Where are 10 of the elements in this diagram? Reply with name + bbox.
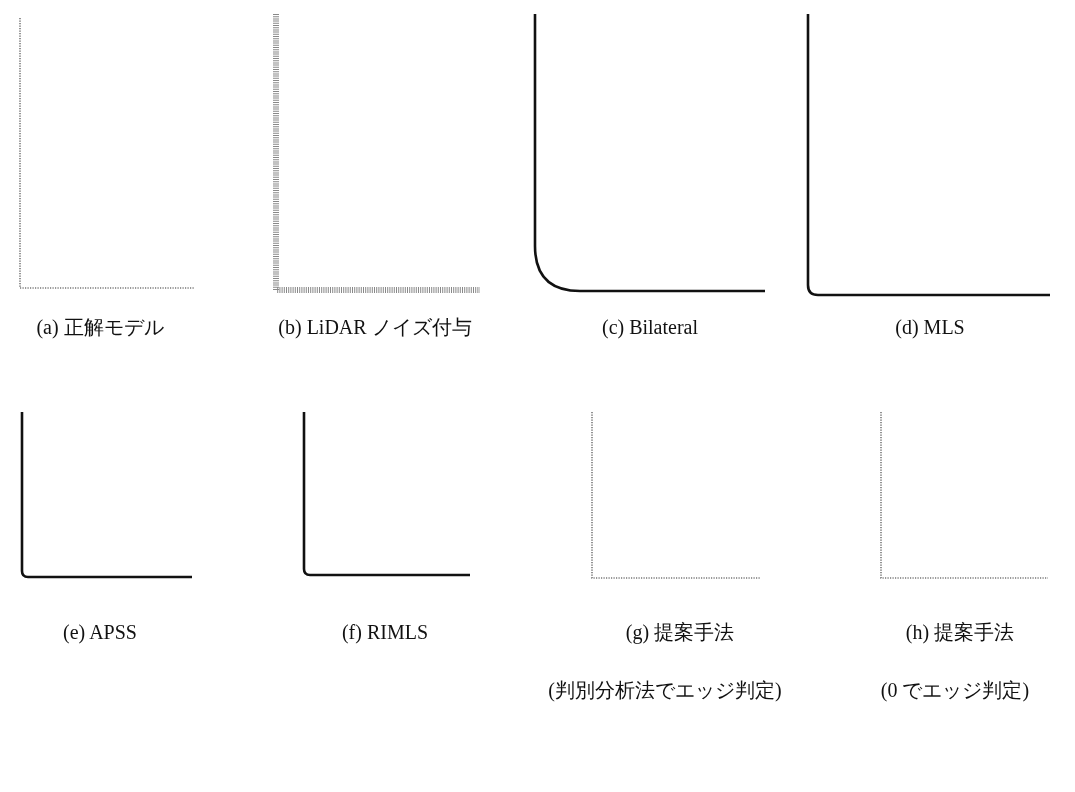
caption: (c) Bilateral <box>601 315 699 339</box>
caption: (判別分析法でエッジ判定) <box>548 678 782 702</box>
caption: (b) LiDAR ノイズ付与 <box>278 315 472 339</box>
caption: (e) APSS <box>63 620 137 644</box>
caption: (a) 正解モデル <box>36 315 164 339</box>
caption: (0 でエッジ判定) <box>880 678 1030 702</box>
caption: (g) 提案手法 <box>625 620 735 644</box>
caption: (h) 提案手法 <box>905 620 1015 644</box>
caption: (d) MLS <box>895 315 965 339</box>
caption: (f) RIMLS <box>341 620 429 644</box>
